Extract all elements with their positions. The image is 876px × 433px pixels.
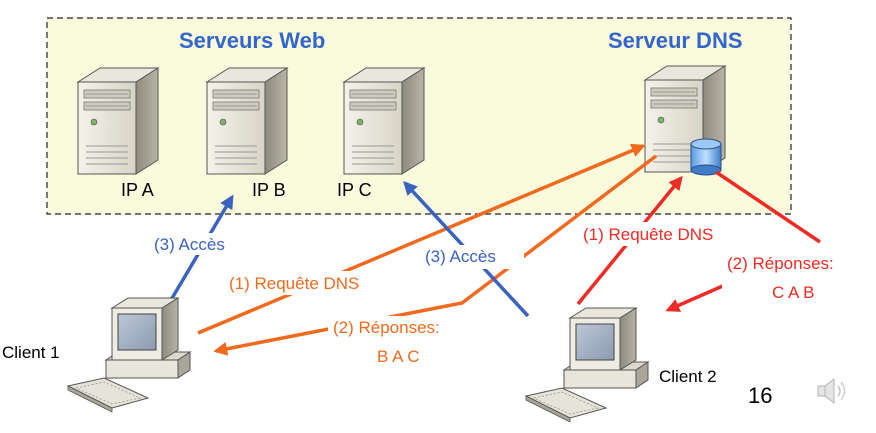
- web-servers-title: Serveurs Web: [179, 28, 325, 53]
- client2-access-label: (3) Accès: [425, 247, 496, 266]
- server-icon: [343, 67, 425, 175]
- client2-response-title: (2) Réponses:: [727, 254, 834, 273]
- server-ip-a-label: IP A: [121, 180, 154, 200]
- client2-response-order: C A B: [772, 283, 815, 302]
- speaker-icon[interactable]: [817, 377, 846, 405]
- client2-computer-icon: [525, 307, 649, 423]
- client1-access-label: (3) Accès: [154, 235, 225, 254]
- page-number: 16: [748, 383, 772, 408]
- client2-label: Client 2: [659, 367, 717, 386]
- client1-dns-response-arrow: [213, 154, 658, 356]
- client1-dns-request-arrow: [197, 143, 646, 335]
- server-icon: [206, 67, 288, 175]
- dns-server-icon: [644, 65, 726, 176]
- client2-dns-response-arrow-upper: [715, 170, 821, 244]
- client2-dns-response-arrow-lower: [665, 283, 726, 312]
- dns-server-title: Serveur DNS: [608, 28, 743, 53]
- client2-dns-request-label: (1) Requête DNS: [583, 225, 713, 244]
- client1-label: Client 1: [2, 343, 60, 362]
- client1-response-title: (2) Réponses:: [333, 318, 440, 337]
- client1-dns-request-label: (1) Requête DNS: [229, 274, 359, 293]
- server-ip-b-label: IP B: [252, 180, 286, 200]
- server-ip-c-label: IP C: [337, 180, 372, 200]
- client1-response-order: B A C: [377, 347, 420, 366]
- client1-computer-icon: [67, 297, 191, 413]
- server-icon: [77, 67, 159, 175]
- database-icon: [690, 138, 722, 176]
